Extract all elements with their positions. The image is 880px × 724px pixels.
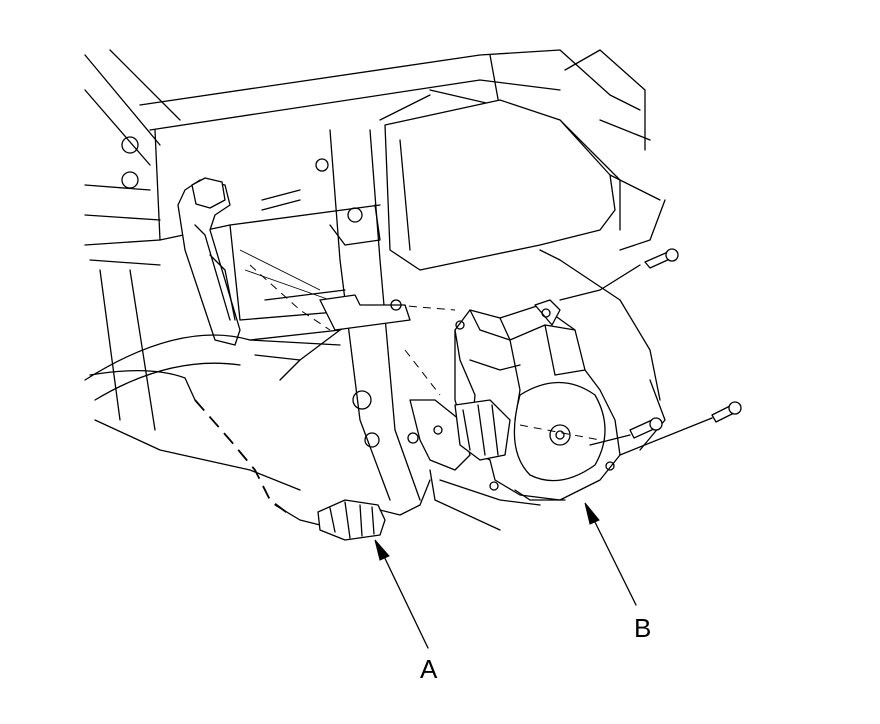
leader-arrow-a (374, 539, 429, 649)
connector-a (317, 479, 431, 541)
leader-arrow-b (584, 502, 637, 606)
callout-b: B (634, 613, 652, 643)
actuator-b (454, 299, 621, 501)
wire-harness (89, 370, 321, 526)
dashboard-frame (84, 49, 666, 531)
alignment-lines (249, 264, 456, 396)
mounting-bracket (319, 294, 471, 471)
left-bracket (177, 177, 361, 381)
screws (559, 248, 742, 456)
floor-duct (84, 334, 341, 401)
callout-a: A (420, 654, 438, 684)
